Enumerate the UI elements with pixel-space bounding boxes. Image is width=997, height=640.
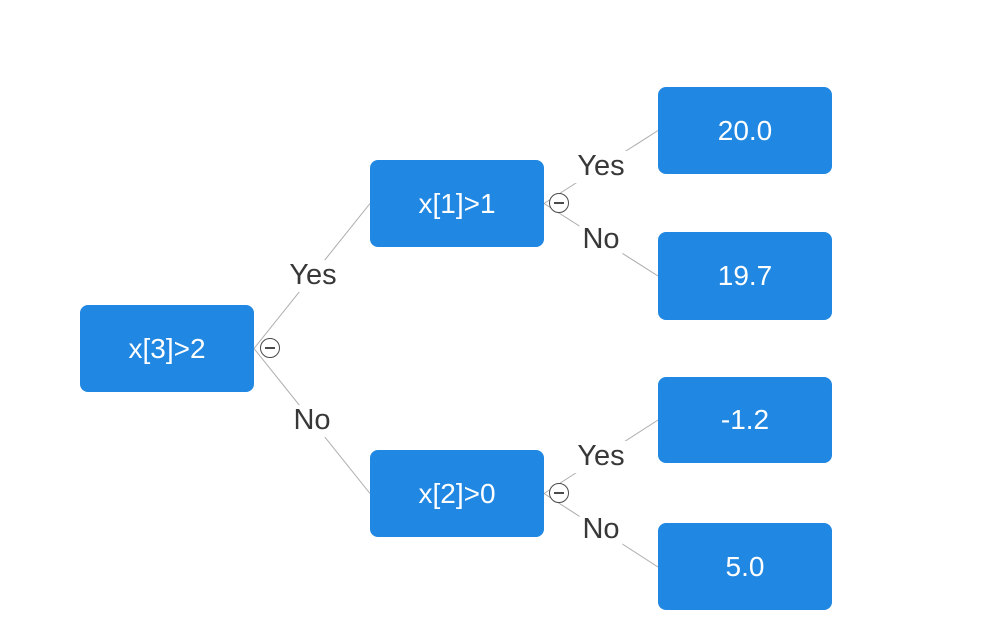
tree-leaf-yes-yes-value: 20.0 [717, 114, 773, 146]
tree-leaf-yes-no: 19.7 [658, 232, 832, 320]
minus-circle-icon [554, 492, 564, 494]
collapse-split-yes-button[interactable] [549, 193, 569, 213]
tree-node-root-label: x[3]>2 [128, 332, 206, 364]
edge-label-root-yes: Yes [286, 259, 340, 292]
edge-label-split2-no: No [579, 513, 623, 546]
collapse-root-button[interactable] [260, 338, 280, 358]
tree-leaf-yes-yes: 20.0 [658, 87, 832, 174]
tree-node-split-no-label: x[2]>0 [418, 477, 496, 509]
tree-node-split-yes[interactable]: x[1]>1 [370, 160, 544, 247]
tree-leaf-yes-no-value: 19.7 [717, 260, 773, 291]
collapse-split-no-button[interactable] [549, 483, 569, 503]
tree-leaf-no-yes: -1.2 [658, 377, 832, 463]
tree-leaf-no-yes-value: -1.2 [720, 404, 770, 435]
tree-node-split-yes-label: x[1]>1 [418, 187, 496, 219]
tree-node-split-no[interactable]: x[2]>0 [370, 450, 544, 537]
tree-leaf-no-no: 5.0 [658, 523, 832, 610]
edge-label-split1-no: No [579, 223, 623, 256]
edge-label-split2-yes: Yes [574, 440, 628, 473]
edge-label-root-no: No [290, 404, 334, 437]
minus-circle-icon [265, 347, 275, 349]
tree-node-root[interactable]: x[3]>2 [80, 305, 254, 392]
minus-circle-icon [554, 202, 564, 204]
tree-leaf-no-no-value: 5.0 [725, 550, 765, 582]
edge-label-split1-yes: Yes [574, 150, 628, 183]
